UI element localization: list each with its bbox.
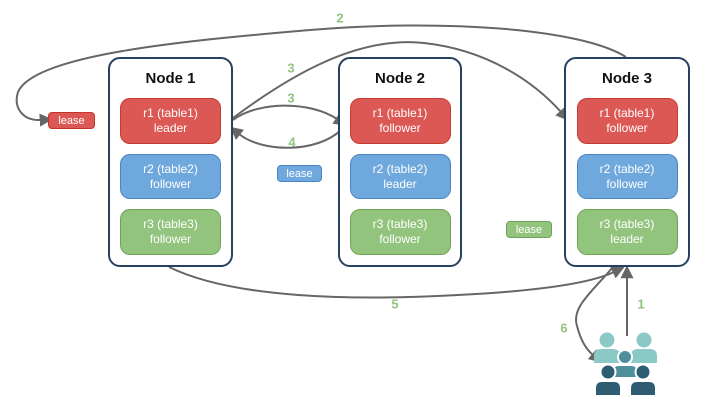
replica-label: r2 (table2) <box>372 161 428 176</box>
lease-badge-green: lease <box>506 221 552 238</box>
node-2-replica-r3: r3 (table3) follower <box>349 209 451 256</box>
replica-label: r1 (table1) <box>143 105 198 120</box>
arrow-step-6 <box>575 266 614 363</box>
replica-role: leader <box>610 232 644 247</box>
node-2-replica-r1: r1 (table1) follower <box>349 98 451 144</box>
step-label-4: 4 <box>288 134 296 150</box>
node-1-replica-r2: r2 (table2) follower <box>120 153 221 200</box>
replica-role: leader <box>153 120 188 135</box>
replica-role: follower <box>606 120 648 135</box>
step-label-1: 1 <box>637 296 645 312</box>
replica-label: r2 (table2) <box>143 161 198 176</box>
replica-label: r1 (table1) <box>372 105 428 120</box>
node-2-title: Node 2 <box>374 70 425 87</box>
arrow-step-3a <box>232 41 569 121</box>
node-3: Node 3 r1 (table1) follower r2 (table2) … <box>564 57 690 267</box>
node-3-replica-r3: r3 (table3) leader <box>576 209 678 256</box>
node-3-replica-r1: r1 (table1) follower <box>576 98 678 144</box>
replica-label: r3 (table3) <box>599 217 655 232</box>
node-3-replica-r2: r2 (table2) follower <box>576 153 678 200</box>
node-3-title: Node 3 <box>601 70 652 87</box>
arrow-step-5 <box>168 266 625 299</box>
users-group-icon <box>594 332 657 397</box>
replica-label: r2 (table2) <box>599 161 655 176</box>
replica-label: r3 (table3) <box>372 217 428 232</box>
arrow-step-2 <box>15 24 627 127</box>
arrow-step-3b <box>232 104 347 126</box>
node-1-replica-r1: r1 (table1) leader <box>120 98 221 144</box>
lease-badge-blue: lease <box>277 165 322 182</box>
step-label-3b: 3 <box>287 90 295 106</box>
node-1: Node 1 r1 (table1) leader r2 (table2) fo… <box>108 57 233 267</box>
node-2: Node 2 r1 (table1) follower r2 (table2) … <box>338 57 462 267</box>
replica-role: follower <box>149 176 192 191</box>
node-1-replica-r3: r3 (table3) follower <box>120 209 221 256</box>
replica-role: leader <box>383 176 417 191</box>
lease-badge-red: lease <box>48 112 95 129</box>
step-label-6: 6 <box>560 320 568 336</box>
node-1-title: Node 1 <box>145 70 196 87</box>
step-label-5: 5 <box>391 296 399 312</box>
replica-label: r3 (table3) <box>143 217 198 232</box>
replica-role: follower <box>379 232 421 247</box>
replica-role: follower <box>379 120 421 135</box>
step-label-3a: 3 <box>287 60 295 76</box>
arrow-step-4 <box>229 126 342 149</box>
replica-label: r1 (table1) <box>599 105 655 120</box>
node-2-replica-r2: r2 (table2) leader <box>349 153 451 200</box>
replica-role: follower <box>149 232 192 247</box>
step-label-2: 2 <box>336 10 344 26</box>
replica-role: follower <box>606 176 648 191</box>
